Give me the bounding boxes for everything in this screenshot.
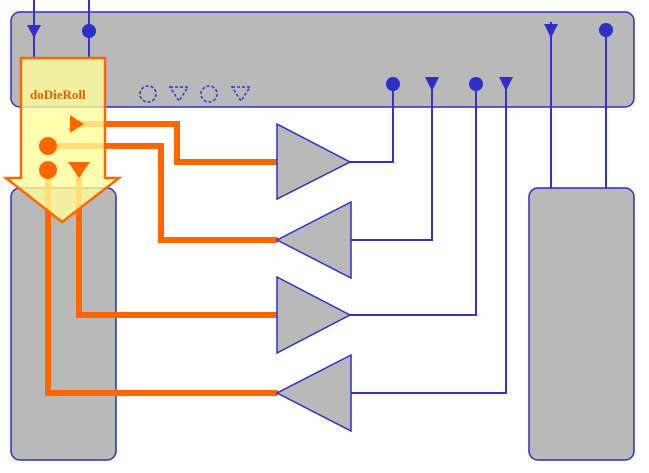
dodieroll-arrow — [2, 56, 123, 224]
port-triangle-icon — [425, 77, 439, 91]
port-circle-icon — [386, 77, 400, 91]
buffer-triangle-left-icon — [275, 200, 352, 280]
port-circle-icon — [39, 137, 57, 155]
buffer-triangle-right-icon — [276, 275, 352, 355]
port-triangle-icon — [544, 24, 558, 38]
port-triangle-icon — [499, 77, 513, 91]
right-block — [528, 187, 635, 461]
blue-wire-2 — [350, 84, 433, 241]
port-triangle-icon — [68, 162, 90, 178]
port-circle-icon — [469, 77, 483, 91]
left-block — [10, 187, 117, 461]
port-circle-icon — [599, 23, 613, 37]
buffer-triangle-right-icon — [276, 122, 352, 201]
orange-wire-3 — [76, 170, 278, 318]
dashed-triangle-icon — [168, 86, 190, 103]
dashed-circle-icon — [200, 85, 218, 103]
buffer-triangle-left-icon — [275, 353, 352, 433]
dashed-triangle-icon — [230, 86, 252, 103]
dodieroll-label: doDieRoll — [30, 87, 86, 102]
port-triangle-icon — [27, 25, 41, 38]
port-circle-icon — [82, 24, 96, 38]
orange-wire-4 — [45, 170, 278, 396]
blue-wire-3 — [350, 84, 477, 316]
orange-wire-1 — [75, 121, 278, 165]
dashed-circle-icon — [139, 85, 157, 103]
blue-wire-4 — [350, 84, 507, 394]
port-triangle-icon — [70, 115, 84, 133]
port-circle-icon — [39, 161, 57, 179]
blue-wire-1 — [350, 84, 394, 163]
